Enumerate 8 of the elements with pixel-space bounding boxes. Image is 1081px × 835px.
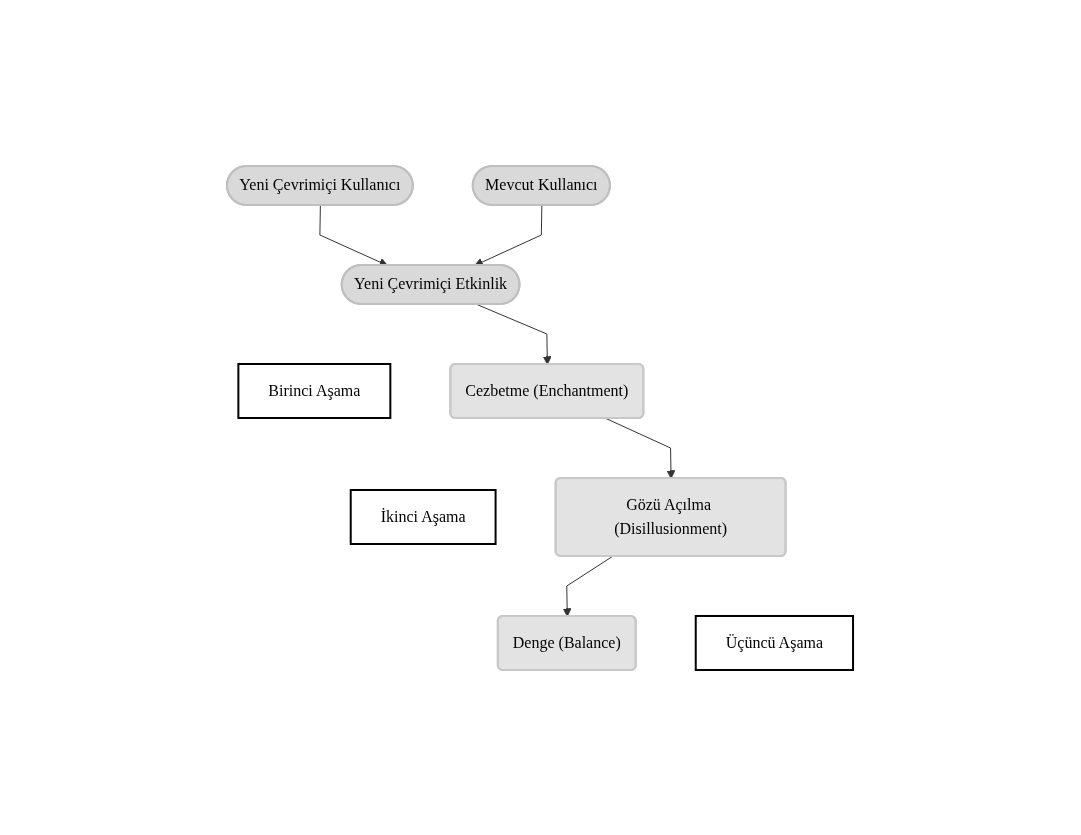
- arrow: [605, 417, 676, 479]
- arrow: [319, 204, 389, 266]
- arrow: [476, 303, 553, 365]
- arrow: [474, 204, 543, 266]
- node-box: İkinci Aşama: [350, 488, 498, 545]
- arrow: [563, 555, 614, 617]
- node-box: Üçüncü Aşama: [695, 614, 855, 671]
- node-box: Birinci Aşama: [237, 362, 392, 419]
